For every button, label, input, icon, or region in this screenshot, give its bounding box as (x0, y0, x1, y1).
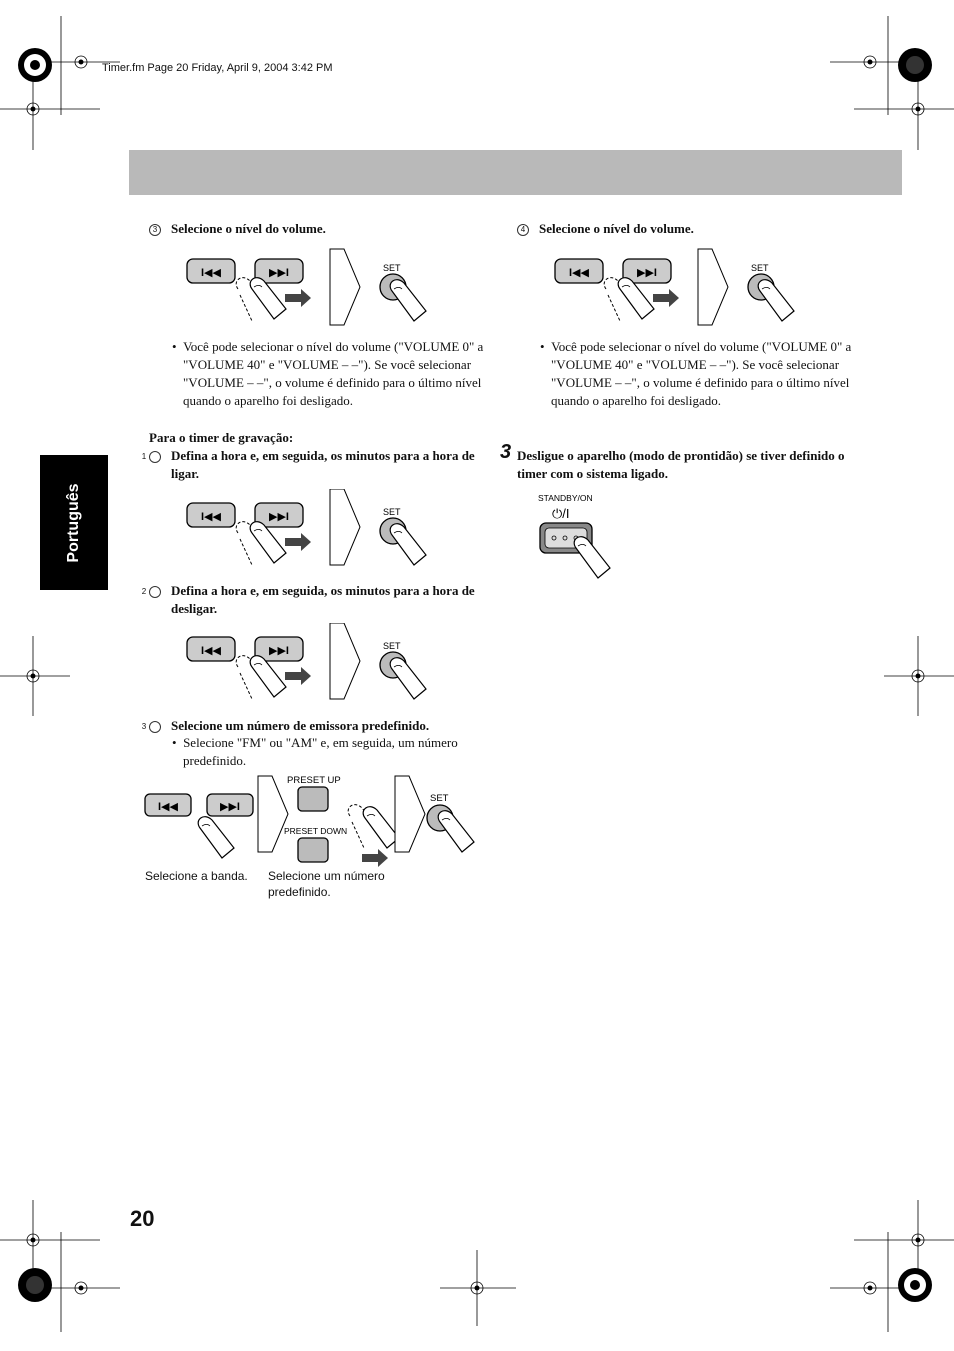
power-icon: ⏻/I (552, 506, 570, 521)
prev-button (554, 258, 604, 284)
preset-up-button (297, 786, 329, 812)
set-label: SET (383, 263, 401, 273)
prev-icon: I◀◀ (201, 645, 222, 657)
caption-select-band: Selecione a banda. (145, 869, 248, 883)
set-label: SET (430, 793, 449, 804)
prev-button (186, 258, 236, 284)
next-button (254, 502, 304, 528)
next-icon: ▶▶I (637, 267, 657, 279)
step-number: 2 (142, 586, 161, 598)
step-3-select-volume: 3 Selecione o nível do volume. (149, 220, 479, 238)
volume-skip-set-illustration-right: I◀◀ ▶▶I SET (554, 248, 795, 326)
volume-note: • Você pode selecionar o nível do volume… (172, 339, 484, 408)
volume-note-text: Você pode selecionar o nível do volume (… (183, 339, 484, 408)
main-step-3-text: Desligue o aparelho (modo de prontidão) … (517, 448, 845, 481)
file-info-header: Timer.fm Page 20 Friday, April 9, 2004 3… (102, 62, 333, 74)
standby-label: STANDBY/ON (538, 493, 593, 503)
prev-button (144, 793, 192, 817)
caption-select-preset: Selecione um número predefinido. (268, 869, 385, 899)
step-text: Selecione o nível do volume. (171, 221, 326, 236)
step-text: Defina a hora e, em seguida, os minutos … (171, 448, 475, 481)
set-label: SET (383, 641, 401, 651)
next-button (622, 258, 672, 284)
step-number: 4 (517, 224, 529, 236)
language-tab-label: Português (65, 482, 82, 563)
preset-note: • Selecione "FM" ou "AM" e, em seguida, … (172, 735, 458, 768)
prev-button (186, 636, 236, 662)
next-button (254, 636, 304, 662)
prev-button (186, 502, 236, 528)
page-number: 20 (130, 1206, 155, 1231)
next-icon: ▶▶I (269, 511, 289, 523)
language-tab: Português (40, 455, 108, 590)
next-icon: ▶▶I (269, 645, 289, 657)
preset-note-text: Selecione "FM" ou "AM" e, em seguida, um… (183, 735, 458, 768)
section-header-bar (129, 150, 902, 195)
set-label: SET (383, 507, 401, 517)
step-text: Selecione o nível do volume. (539, 221, 694, 236)
preset-up-label: PRESET UP (287, 775, 341, 786)
rec-step-1: 1 Defina a hora e, em seguida, os minutos… (142, 447, 501, 483)
volume-skip-set-illustration: I◀◀ ▶▶I SET (186, 248, 427, 326)
volume-note-text: Você pode selecionar o nível do volume (… (551, 339, 852, 408)
off-time-skip-set-illustration: I◀◀ ▶▶I SET (186, 623, 427, 700)
next-icon: ▶▶I (269, 267, 289, 279)
on-time-skip-set-illustration: I◀◀ ▶▶I SET (186, 489, 427, 566)
prev-icon: I◀◀ (158, 801, 179, 813)
step-text: Defina a hora e, em seguida, os minutos … (171, 583, 475, 616)
rec-step-3: 3 Selecione um número de emissora predefi… (142, 717, 501, 735)
rec-step-2: 2 Defina a hora e, em seguida, os minutos… (142, 582, 501, 618)
set-label: SET (751, 263, 769, 273)
step-number: 1 (142, 451, 161, 463)
preset-selection-illustration: I◀◀ ▶▶I PRESET UP PRESET DOWN SET (144, 775, 475, 867)
next-button (206, 793, 254, 817)
next-button (254, 258, 304, 284)
main-step-number: 3 (500, 441, 512, 463)
step-number: 3 (142, 721, 161, 733)
step-number: 3 (149, 224, 161, 236)
recording-timer-heading: Para o timer de gravação: (149, 430, 294, 445)
preset-down-button (297, 837, 329, 863)
next-icon: ▶▶I (220, 801, 240, 813)
prev-icon: I◀◀ (201, 511, 222, 523)
step-4-select-volume: 4 Selecione o nível do volume. (517, 220, 847, 238)
prev-icon: I◀◀ (569, 267, 590, 279)
volume-note-right: • Você pode selecionar o nível do volume… (540, 339, 852, 408)
preset-down-label: PRESET DOWN (284, 826, 347, 836)
prev-icon: I◀◀ (201, 267, 222, 279)
step-text: Selecione um número de emissora predefin… (171, 718, 430, 733)
standby-button-illustration: STANDBY/ON ⏻/I (538, 493, 611, 579)
